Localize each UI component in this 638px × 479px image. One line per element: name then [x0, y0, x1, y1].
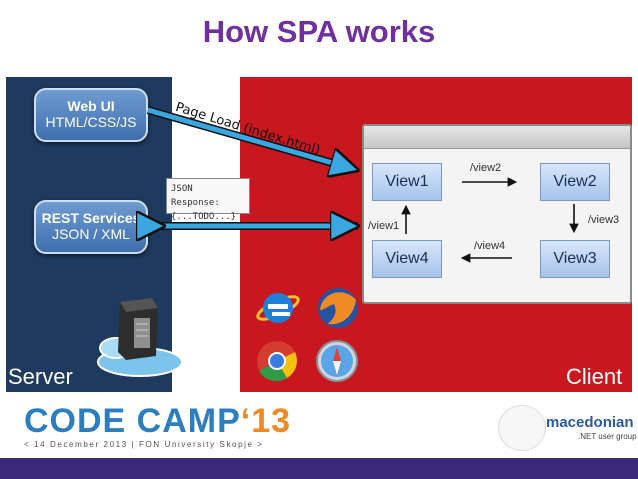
codecamp-year: ‘13	[241, 402, 291, 440]
page-load-arrow	[148, 110, 350, 168]
json-response-label: JSON Response:	[171, 182, 245, 210]
route-view3: /view3	[588, 214, 619, 226]
safari-icon	[314, 338, 360, 384]
route-view1: /view1	[368, 220, 399, 232]
user-group-logo-icon	[498, 405, 546, 451]
route-view2: /view2	[470, 162, 501, 174]
org-name: macedonian	[546, 414, 634, 431]
view-arrows	[362, 124, 628, 300]
chrome-icon	[254, 338, 300, 384]
codecamp-logo: CODE CAMP‘13	[24, 402, 291, 441]
footer-band	[0, 458, 638, 479]
json-response-box: JSON Response: {...TODO...}	[166, 178, 250, 214]
codecamp-text: CODE CAMP	[24, 402, 241, 440]
codecamp-subtitle: < 14 December 2013 | FON University Skop…	[24, 440, 264, 449]
ie-icon	[254, 286, 304, 330]
json-response-body: {...TODO...}	[171, 210, 245, 224]
firefox-icon	[314, 284, 362, 332]
org-subtitle: .NET user group	[578, 432, 637, 441]
route-view4: /view4	[474, 240, 505, 252]
